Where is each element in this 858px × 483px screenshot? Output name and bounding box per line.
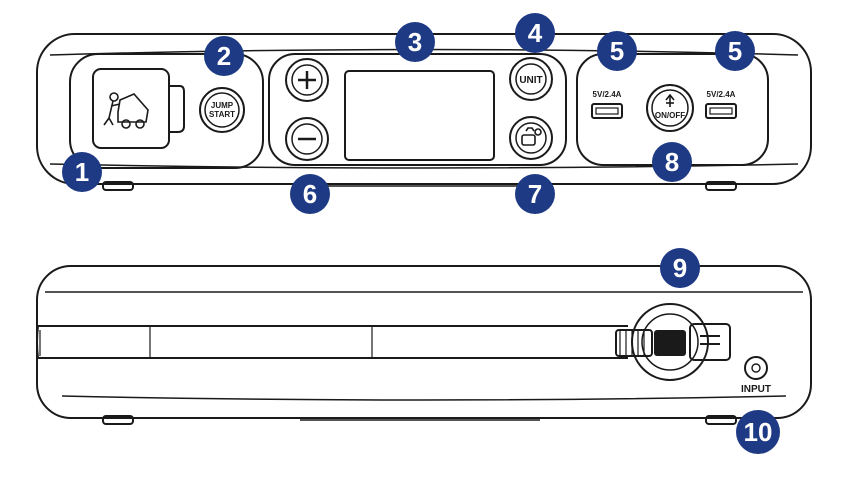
usb-right-label: 5V/2.4A (707, 90, 736, 99)
front-foot-left (102, 181, 134, 191)
svg-text:4: 4 (528, 18, 543, 48)
light-button[interactable] (509, 116, 553, 160)
left-panel (69, 53, 264, 169)
jump-start-label-top: JUMP (211, 101, 234, 110)
jump-start-label-bottom: START (209, 110, 235, 119)
input-label: INPUT (741, 384, 771, 395)
callout-5-right: 5 (715, 31, 755, 71)
usb-left-label: 5V/2.4A (593, 90, 622, 99)
car-mechanic-icon (103, 92, 149, 129)
jump-start-button[interactable] (199, 87, 245, 133)
callout-7: 7 (515, 174, 555, 214)
callout-6: 6 (290, 174, 330, 214)
power-button[interactable] (646, 84, 694, 132)
jump-cover (92, 68, 170, 149)
svg-text:7: 7 (528, 179, 542, 209)
svg-text:5: 5 (610, 36, 624, 66)
power-label: ON/OFF (655, 111, 685, 120)
plus-button[interactable] (285, 58, 329, 102)
svg-text:3: 3 (408, 27, 422, 57)
side-body-inner-bottom (61, 395, 787, 401)
svg-text:9: 9 (673, 253, 687, 283)
callout-8: 8 (652, 142, 692, 182)
clamp-knob (654, 330, 686, 356)
input-port[interactable] (744, 356, 768, 380)
side-foot-right (705, 415, 737, 425)
lcd-display (344, 70, 495, 161)
svg-text:6: 6 (303, 179, 317, 209)
svg-text:10: 10 (744, 417, 773, 447)
callout-4: 4 (515, 13, 555, 53)
svg-text:2: 2 (217, 41, 231, 71)
svg-text:5: 5 (728, 36, 742, 66)
callout-1: 1 (62, 152, 102, 192)
usb-port-right[interactable] (705, 103, 737, 119)
front-foot-right (705, 181, 737, 191)
usb-port-left[interactable] (591, 103, 623, 119)
front-view (36, 33, 812, 191)
side-body (36, 265, 812, 419)
jump-cover-hinge (169, 85, 185, 133)
svg-text:8: 8 (665, 147, 679, 177)
callout-5-left: 5 (597, 31, 637, 71)
callouts: 1 2 3 4 5 5 6 7 8 9 10 (62, 13, 780, 454)
callout-9: 9 (660, 248, 700, 288)
unit-label: UNIT (519, 75, 542, 86)
handle-strap (36, 325, 628, 359)
side-foot-left (102, 415, 134, 425)
side-view (36, 265, 812, 425)
callout-3: 3 (395, 22, 435, 62)
callout-2: 2 (204, 36, 244, 76)
svg-text:1: 1 (75, 157, 89, 187)
light-icon (521, 127, 542, 146)
callout-10: 10 (736, 410, 780, 454)
plus-icon (298, 71, 316, 89)
minus-button[interactable] (285, 117, 329, 161)
usb-power-icon (665, 93, 675, 107)
unit-button[interactable] (509, 57, 553, 101)
